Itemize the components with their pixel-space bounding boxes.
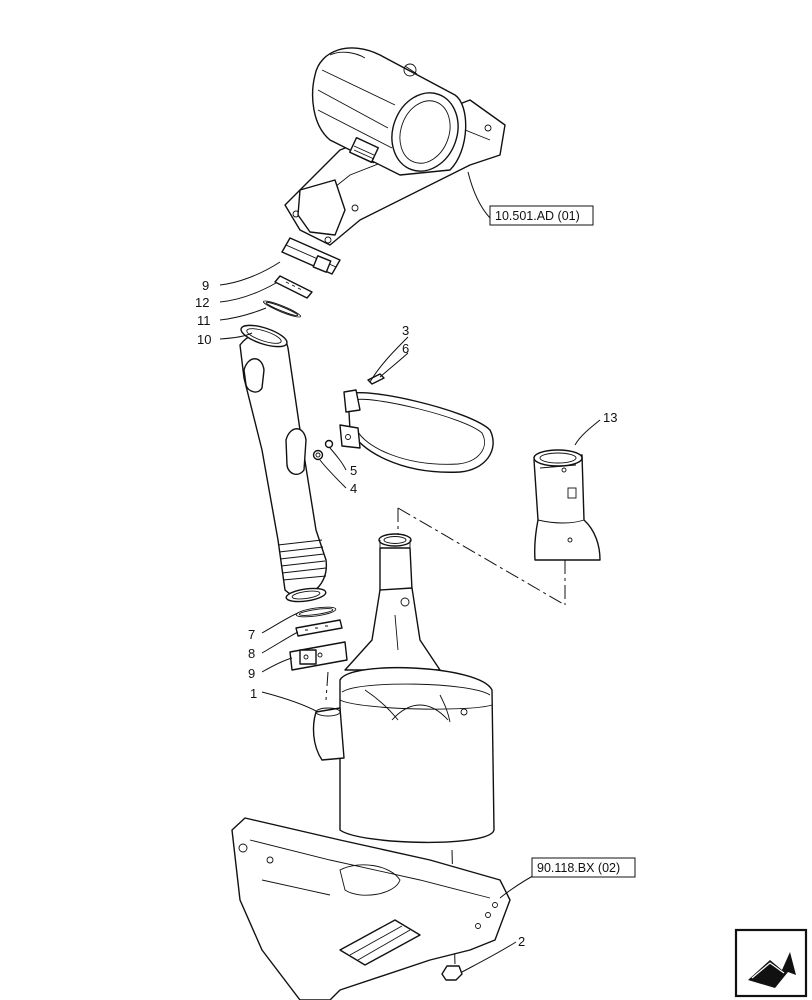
arrow-navigation-icon[interactable] [734, 928, 808, 998]
shield-13 [533, 449, 601, 561]
leader-lines [219, 171, 601, 973]
callout-11: 11 [197, 313, 211, 328]
clamp-upper [281, 237, 341, 275]
callout-5: 5 [350, 463, 357, 478]
lower-seals [289, 606, 348, 671]
callout-9-upper: 9 [202, 278, 209, 293]
pipe-10 [239, 324, 327, 603]
callout-2: 2 [518, 934, 525, 949]
reference-top-label: 10.501.AD (01) [495, 209, 580, 223]
callout-7: 7 [248, 627, 255, 642]
reference-bottom[interactable]: 90.118.BX (02) [531, 857, 636, 878]
callout-3: 3 [402, 323, 409, 338]
callout-6: 6 [402, 341, 409, 356]
ring-11 [262, 300, 302, 318]
strap-bracket [312, 373, 494, 473]
callout-9-lower: 9 [248, 666, 255, 681]
gasket-12 [274, 275, 313, 299]
callout-8: 8 [248, 646, 255, 661]
frame-mount [231, 817, 511, 1000]
muffler-1 [312, 533, 495, 844]
callout-1: 1 [250, 686, 257, 701]
callout-13: 13 [603, 410, 617, 425]
reference-top[interactable]: 10.501.AD (01) [489, 205, 594, 226]
callout-10: 10 [197, 332, 211, 347]
callout-12: 12 [195, 295, 209, 310]
callout-4: 4 [350, 481, 357, 496]
callout-labels: 9 12 11 10 3 6 5 4 13 7 8 9 1 2 [195, 278, 617, 949]
reference-bottom-label: 90.118.BX (02) [537, 861, 620, 875]
canister-assembly [284, 47, 506, 246]
